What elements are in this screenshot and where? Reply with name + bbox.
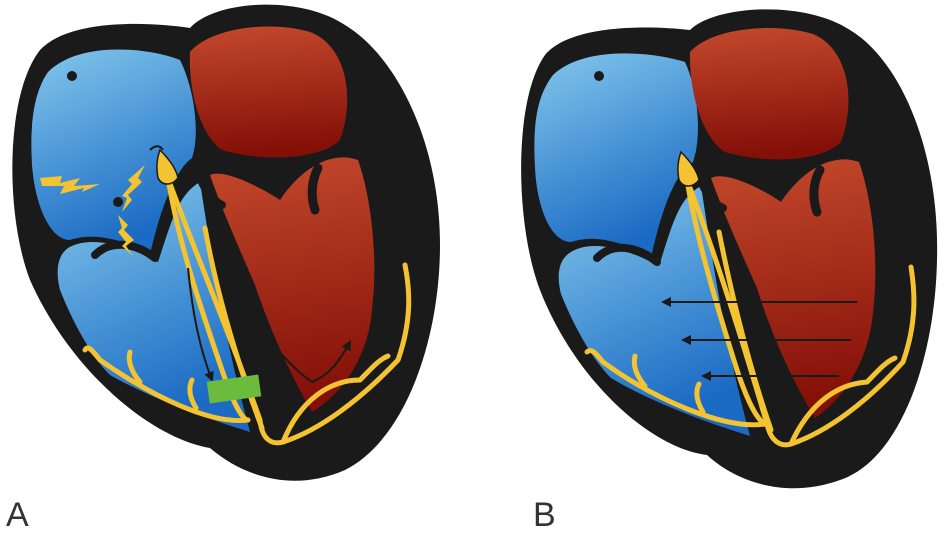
panel-label-a: A — [6, 498, 29, 532]
left-atrium — [690, 28, 848, 159]
sa-node-dot — [67, 71, 77, 81]
left-atrium — [190, 26, 347, 157]
heart-diagram-b — [475, 0, 950, 540]
heart-diagram-a — [0, 0, 475, 540]
panel-a: A — [0, 0, 475, 540]
panel-label-b: B — [533, 498, 556, 532]
sa-node-dot — [594, 71, 604, 81]
panel-b: B — [475, 0, 950, 540]
av-node-dot — [113, 197, 123, 207]
